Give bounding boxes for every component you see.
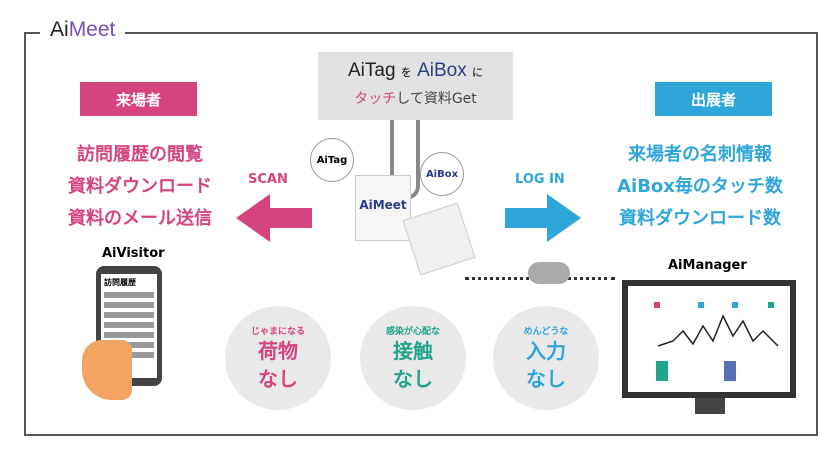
aivisitor-label: AiVisitor	[102, 246, 165, 261]
benefit-big: なし	[258, 367, 298, 391]
exhibitor-label: 出展者	[655, 82, 772, 116]
benefit-big: なし	[526, 367, 566, 391]
diagram-frame	[24, 32, 818, 436]
scan-arrow-icon	[236, 194, 312, 242]
benefit-small: 感染が心配な	[385, 327, 440, 337]
aimeet-logo: AiMeet	[40, 18, 126, 42]
cloud-icon	[528, 262, 570, 284]
aibox-text: AiBox	[417, 60, 467, 81]
visitor-feature: 資料ダウンロード	[68, 176, 212, 197]
visitor-feature: 訪問履歴の閲覧	[77, 144, 203, 165]
scan-label: SCAN	[248, 172, 288, 187]
benefit-no-contact: 感染が心配な 接触 なし	[360, 306, 466, 410]
logo-ai: Ai	[50, 18, 69, 41]
benefit-small: じゃまになる	[250, 327, 305, 337]
hand	[82, 340, 132, 400]
monitor-icon	[622, 280, 796, 398]
visitor-feature: 資料のメール送信	[68, 208, 212, 229]
benefit-no-input: めんどうな 入力 なし	[493, 306, 599, 410]
particle: に	[472, 67, 483, 79]
exhibitor-feature: AiBox毎のタッチ数	[617, 176, 783, 197]
visitor-features: 訪問履歴の閲覧 資料ダウンロード 資料のメール送信	[40, 139, 240, 235]
aibox-bubble: AiBox	[420, 152, 464, 196]
get-text: して資料Get	[396, 91, 477, 107]
exhibitor-feature: 来場者の名刺情報	[628, 144, 772, 165]
benefit-big: 入力	[526, 339, 566, 363]
exhibitor-feature: 資料ダウンロード数	[619, 208, 781, 229]
logo-meet: Meet	[68, 18, 116, 41]
login-label: LOG IN	[515, 172, 565, 187]
benefit-big: 荷物	[258, 339, 298, 363]
exhibitor-features: 来場者の名刺情報 AiBox毎のタッチ数 資料ダウンロード数	[600, 139, 800, 235]
visitor-label: 来場者	[80, 82, 197, 116]
aitag-badge: AiMeet	[355, 175, 411, 241]
benefit-big: なし	[393, 367, 433, 391]
monitor-stand	[695, 398, 725, 414]
benefit-small: めんどうな	[523, 327, 569, 337]
phone-header: 訪問履歴	[104, 278, 136, 287]
particle: を	[400, 67, 412, 79]
dashboard-screen	[628, 286, 790, 392]
touch-text: タッチ	[354, 91, 397, 107]
aimanager-label: AiManager	[668, 258, 747, 273]
login-arrow-icon	[505, 194, 581, 242]
benefit-no-luggage: じゃまになる 荷物 なし	[225, 306, 331, 410]
dashboard-chart	[654, 302, 779, 381]
benefit-big: 接触	[393, 339, 433, 363]
aitag-bubble: AiTag	[310, 138, 354, 182]
touch-speech-box: AiTag を AiBox に タッチして資料Get	[318, 52, 513, 120]
aitag-text: AiTag	[347, 60, 396, 81]
